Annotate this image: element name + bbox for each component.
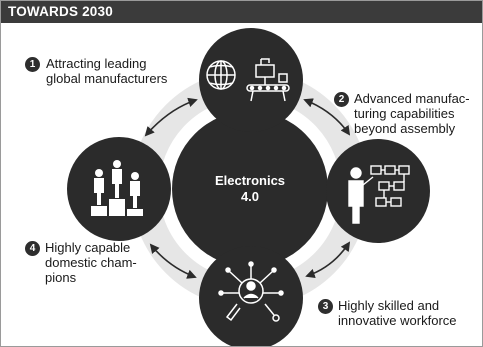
item-1-number-badge: 1 bbox=[25, 57, 40, 72]
people-on-podium-icon bbox=[91, 160, 143, 216]
node-bottom-skilled-workforce bbox=[199, 246, 303, 346]
item-2-line: turing capabilities bbox=[354, 106, 455, 121]
worker-with-process-board-icon bbox=[348, 165, 410, 224]
item-1-line: global manufacturers bbox=[46, 71, 168, 86]
item-3-line: innovative workforce bbox=[338, 313, 457, 328]
item-4-line: pions bbox=[45, 270, 77, 285]
globe-icon bbox=[206, 60, 236, 90]
item-2-label: Advanced manufac- turing capabilities be… bbox=[354, 91, 470, 136]
item-3-label: Highly skilled and innovative workforce bbox=[338, 298, 457, 328]
item-2-line: beyond assembly bbox=[354, 121, 456, 136]
arrow-right-bottom bbox=[305, 241, 351, 279]
node-left-domestic-champions bbox=[67, 137, 171, 241]
item-4-number-badge: 4 bbox=[25, 241, 40, 256]
cycle-diagram: Electronics 4.0 bbox=[67, 28, 430, 346]
center-label-line1: Electronics bbox=[215, 173, 285, 188]
item-2-line: Advanced manufac- bbox=[354, 91, 470, 106]
item-3-number-badge: 3 bbox=[318, 299, 333, 314]
item-3-line: Highly skilled and bbox=[338, 298, 440, 313]
item-1-line: Attracting leading bbox=[46, 56, 147, 71]
arrow-left-top bbox=[144, 97, 198, 137]
skilled-person-with-tools-icon bbox=[218, 261, 284, 322]
item-4-line: domestic cham- bbox=[45, 255, 137, 270]
header-bar: TOWARDS 2030 bbox=[1, 1, 482, 23]
item-4-line: Highly capable bbox=[45, 240, 131, 255]
center-label-line2: 4.0 bbox=[241, 189, 259, 204]
node-right-advanced-manufacturing bbox=[326, 139, 430, 243]
header-title: TOWARDS 2030 bbox=[8, 4, 113, 19]
center-circle bbox=[172, 111, 328, 267]
item-2-number-badge: 2 bbox=[334, 92, 349, 107]
assembly-line-icon bbox=[246, 58, 290, 102]
arrow-top-right bbox=[303, 98, 351, 136]
arrow-bottom-left bbox=[149, 243, 197, 279]
item-1-label: Attracting leading global manufacturers bbox=[46, 56, 167, 86]
node-top-global-manufacturers bbox=[199, 28, 303, 132]
item-4-label: Highly capable domestic cham- pions bbox=[45, 240, 137, 285]
